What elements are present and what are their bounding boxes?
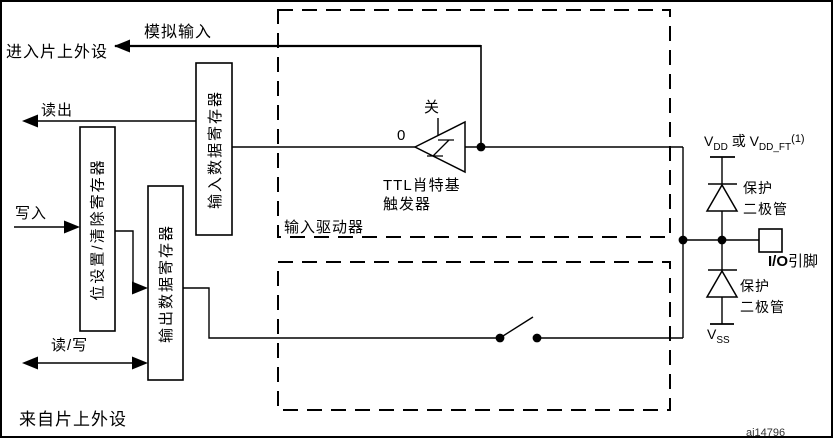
read-write-arrow [22, 356, 148, 370]
protection-diode-top-label: 保护 二极管 [743, 178, 788, 220]
protection-diode-bottom-label: 保护 二极管 [740, 276, 785, 318]
output-data-register: 输出数据寄存器 [148, 186, 183, 380]
protect-bot-l2: 二极管 [740, 299, 785, 315]
output-data-register-box [147, 185, 184, 381]
output-path-and-switch [183, 287, 683, 343]
vdd-or: 或 [731, 133, 746, 149]
ttl-trigger-label-line2: 触发器 [383, 196, 432, 213]
from-peripheral-label: 来自片上外设 [19, 410, 127, 429]
schmitt-trigger-symbol [413, 118, 466, 174]
io-node-line [683, 228, 783, 253]
vss-label: VSS [707, 326, 730, 346]
vdd-v: V [704, 133, 714, 149]
vddft-sub: DD_FT [758, 141, 792, 153]
input-driver-dashed-box [277, 9, 671, 238]
output-data-register-label: 输出数据寄存器 [158, 223, 176, 343]
protection-diode-top [705, 156, 739, 240]
io-pin-label: I/O引脚 [768, 253, 818, 270]
protect-bot-l1: 保护 [740, 278, 770, 294]
vdd-footnote: (1) [791, 133, 805, 145]
switch-lever [502, 316, 534, 337]
vddft-v: V [749, 133, 759, 149]
vdd-label: VDD 或 VDD_FT(1) [704, 133, 805, 153]
read-write-label: 读/写 [51, 337, 89, 354]
read-out-line [22, 114, 196, 128]
analog-input-line [114, 39, 482, 147]
protect-top-l2: 二极管 [743, 201, 788, 217]
protection-diode-bottom [705, 240, 739, 325]
io-pin-io: I/O [768, 253, 789, 270]
input-data-register-label: 输入数据寄存器 [206, 89, 224, 209]
protect-top-l1: 保护 [743, 180, 773, 196]
write-in-line [14, 220, 80, 234]
input-driver-label: 输入驱动器 [284, 219, 365, 236]
vss-v: V [707, 326, 717, 342]
io-pin-text: 引脚 [788, 253, 819, 270]
trigger-zero-label: 0 [397, 127, 406, 144]
trigger-off-label: 关 [424, 99, 441, 116]
input-data-register-box [195, 62, 233, 236]
read-out-label: 读出 [41, 102, 74, 119]
io-pin-square [758, 228, 783, 253]
input-data-register: 输入数据寄存器 [196, 63, 232, 235]
output-driver-dashed-box [277, 261, 671, 411]
trigger-output-line [465, 142, 688, 338]
bit-set-clear-register-label: 位设置/清除寄存器 [90, 157, 108, 301]
bit-set-clear-register-box [79, 126, 116, 332]
vdd-sub: DD [713, 141, 728, 153]
to-peripheral-label: 进入片上外设 [6, 44, 109, 61]
ttl-trigger-label-line1: TTL肖特基 [383, 177, 461, 194]
figure-id: ai14796 [746, 427, 786, 438]
bitset-to-output-line [115, 230, 148, 295]
write-in-label: 写入 [15, 205, 48, 222]
bit-set-clear-register: 位设置/清除寄存器 [80, 127, 115, 331]
analog-input-label: 模拟输入 [144, 24, 213, 41]
vss-sub: SS [716, 334, 730, 346]
